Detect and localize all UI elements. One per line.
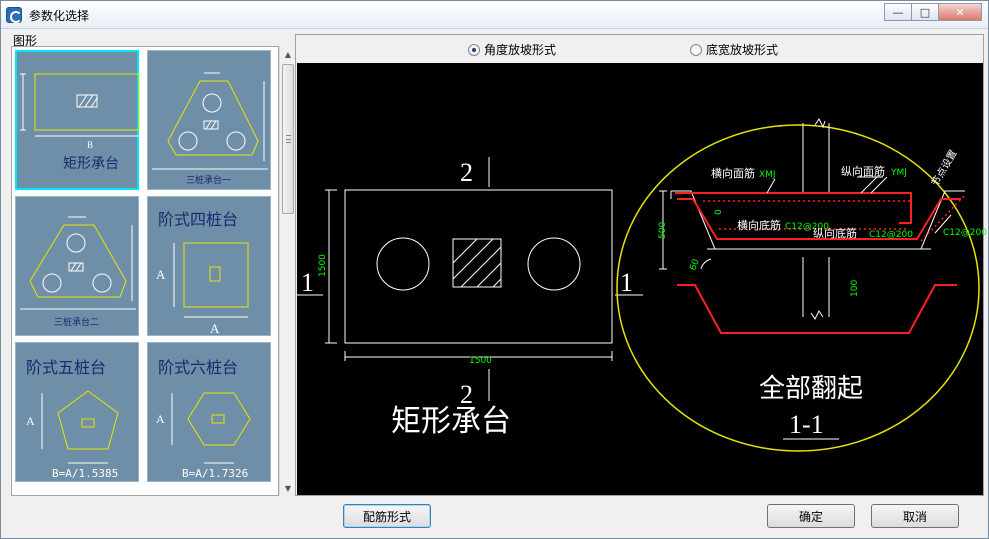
- section-caption: 全部翻起: [759, 374, 863, 404]
- shape-thumbnail-list: B 矩形承台 三桩承台一: [11, 46, 279, 496]
- thumb-three-pile-2-drawing: 三桩承台二: [20, 216, 136, 328]
- scrollbar-grip-icon: [286, 135, 291, 143]
- thumb-stepped-six-dim: A: [156, 412, 165, 426]
- drawing-canvas: 1500 1500 2 2 1 1 矩形承台: [297, 63, 987, 495]
- plan-cap-outline: [344, 189, 613, 344]
- section-highlight-ellipse: [616, 124, 980, 452]
- radio-angle-slope[interactable]: 角度放坡形式: [468, 41, 556, 58]
- section-dim-0: 0: [714, 209, 724, 215]
- thumb-stepped-six-formula: B=A/1.7326: [182, 467, 248, 480]
- thumb-rect-cap-drawing: B 矩形承台: [20, 73, 140, 172]
- shape-group-label: 图形: [13, 34, 38, 48]
- maximize-button[interactable]: □: [911, 3, 939, 21]
- section-name: 1-1: [789, 410, 824, 439]
- label-top-horizontal: 横向面筋: [711, 166, 755, 180]
- preview-panel: 角度放坡形式 底宽放坡形式: [295, 34, 987, 496]
- plan-dim-horizontal: 1500: [469, 356, 492, 366]
- thumb-three-pile-cap-1[interactable]: 三桩承台一: [147, 50, 271, 190]
- code-bottom-horizontal: C12@200: [785, 222, 829, 232]
- thumb-stepped-five-pile[interactable]: 阶式五桩台 A B=A/1.5385: [15, 342, 139, 482]
- radio-angle-slope-label: 角度放坡形式: [484, 43, 557, 57]
- thumbnail-scrollbar[interactable]: ▲ ▼: [279, 46, 295, 496]
- plan-dim-vertical: 1500: [318, 254, 328, 277]
- label-side-node: 节点设置: [929, 148, 959, 189]
- app-icon: [6, 7, 22, 23]
- title-bar[interactable]: 参数化选择 — □ ✕: [1, 1, 988, 29]
- plan-column-hatch: [452, 238, 502, 288]
- section-mark-bottom: 2: [460, 380, 473, 409]
- thumb-stepped-four-dim-h: A: [210, 321, 220, 336]
- code-top-horizontal: XMJ: [759, 170, 776, 180]
- section-mark-left: 1: [301, 268, 314, 297]
- plan-pile-left: [376, 237, 430, 291]
- thumb-stepped-four-label: 阶式四桩台: [158, 210, 238, 229]
- thumb-stepped-four-drawing: 阶式四桩台 A A: [156, 210, 249, 336]
- window-title: 参数化选择: [29, 9, 90, 23]
- thumb-three-pile-cap-2[interactable]: 三桩承台二: [15, 196, 139, 336]
- plan-title: 矩形承台: [391, 404, 511, 439]
- plan-column: [452, 238, 502, 288]
- minimize-button[interactable]: —: [884, 3, 912, 21]
- thumb-stepped-six-label: 阶式六桩台: [158, 358, 238, 377]
- scroll-down-arrow-icon[interactable]: ▼: [284, 483, 292, 493]
- section-dim-500: 500: [658, 222, 668, 239]
- code-top-vertical: YMJ: [890, 168, 907, 178]
- button-bar: 配筋形式 确定 取消: [1, 497, 988, 539]
- ok-button[interactable]: 确定: [767, 504, 855, 528]
- thumb-stepped-five-label: 阶式五桩台: [26, 358, 106, 377]
- radio-width-slope-icon[interactable]: [690, 43, 702, 56]
- scroll-up-arrow-icon[interactable]: ▲: [284, 49, 292, 59]
- radio-width-slope[interactable]: 底宽放坡形式: [690, 41, 778, 58]
- code-side-rebar: C12@200: [943, 228, 987, 238]
- code-bottom-vertical: C12@200: [869, 230, 913, 240]
- thumb-stepped-five-drawing: 阶式五桩台 A B=A/1.5385: [26, 358, 119, 480]
- section-mark-top: 2: [460, 158, 473, 187]
- thumb-three-pile-1-drawing: 三桩承台一: [152, 72, 268, 186]
- label-bottom-horizontal: 横向底筋: [737, 218, 781, 232]
- thumb-three-pile-2-label: 三桩承台二: [54, 316, 99, 328]
- thumb-stepped-six-pile[interactable]: 阶式六桩台 A B=A/1.7326: [147, 342, 271, 482]
- thumb-stepped-six-drawing: 阶式六桩台 A B=A/1.7326: [156, 358, 251, 480]
- thumb-rect-cap[interactable]: B 矩形承台: [15, 50, 140, 190]
- radio-angle-slope-icon[interactable]: [468, 43, 480, 56]
- slope-option-row: 角度放坡形式 底宽放坡形式: [296, 35, 983, 61]
- section-mark-right: 1: [620, 268, 633, 297]
- thumb-stepped-four-dim-v: A: [156, 267, 166, 282]
- label-bottom-vertical: 纵向底筋: [813, 226, 857, 240]
- section-bottom-rebar: [677, 284, 957, 334]
- thumb-stepped-four-pile[interactable]: 阶式四桩台 A A: [147, 196, 271, 336]
- thumb-stepped-five-dim: A: [26, 414, 35, 428]
- cad-drawing: 1500 1500 2 2 1 1 矩形承台: [297, 118, 987, 452]
- thumb-three-pile-1-label: 三桩承台一: [186, 174, 231, 186]
- thumb-rect-cap-label: 矩形承台: [63, 156, 119, 172]
- section-angle-label: 60: [688, 258, 701, 272]
- section-dim-100: 100: [850, 280, 860, 297]
- thumb-stepped-five-formula: B=A/1.5385: [52, 467, 118, 480]
- plan-pile-right: [527, 237, 581, 291]
- cancel-button[interactable]: 取消: [871, 504, 959, 528]
- scrollbar-thumb[interactable]: [282, 64, 294, 214]
- rebar-form-button[interactable]: 配筋形式: [343, 504, 431, 528]
- window-controls: — □ ✕: [884, 3, 982, 21]
- close-button[interactable]: ✕: [938, 3, 982, 21]
- radio-width-slope-label: 底宽放坡形式: [706, 43, 779, 57]
- label-top-vertical: 纵向面筋: [841, 164, 885, 178]
- thumb-rect-b-label: B: [87, 140, 93, 150]
- section-top-rebar: [677, 198, 961, 240]
- shape-panel: 图形 B 矩形承台: [5, 31, 295, 496]
